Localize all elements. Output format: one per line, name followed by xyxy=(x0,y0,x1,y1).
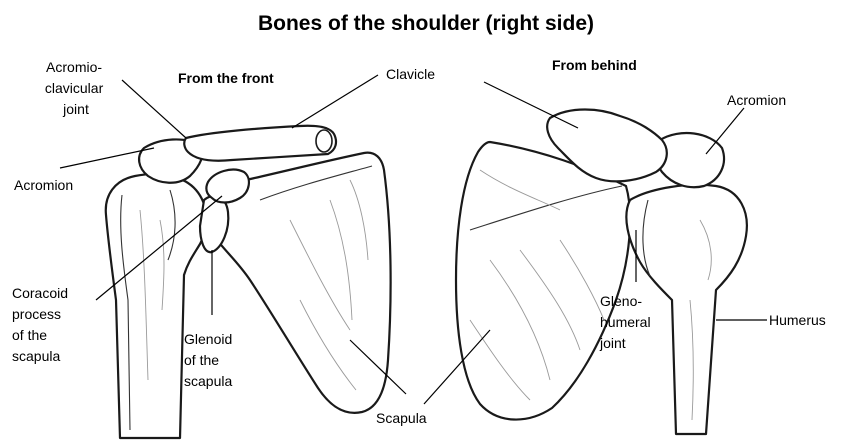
leader-acromioclavicular xyxy=(122,80,186,138)
back-scapula-shape xyxy=(456,142,630,420)
label-acromion-back: Acromion xyxy=(727,92,786,108)
label-glenoid: Glenoid of the scapula xyxy=(184,331,236,389)
view-heading-front: From the front xyxy=(178,70,274,86)
front-view-illustration xyxy=(106,126,391,438)
back-humerus-shape xyxy=(626,185,746,434)
leader-clavicle-back xyxy=(484,82,578,128)
front-clavicle-end xyxy=(316,130,332,152)
front-coracoid-shape xyxy=(206,170,249,203)
label-humerus: Humerus xyxy=(769,312,826,328)
leader-acromion-back xyxy=(706,108,744,154)
label-acromioclavicular: Acromio- clavicular joint xyxy=(45,59,107,117)
back-view-illustration xyxy=(456,110,747,435)
leader-clavicle-front xyxy=(292,75,378,128)
label-coracoid: Coracoid process of the scapula xyxy=(12,285,72,364)
front-clavicle-shape xyxy=(184,126,336,161)
diagram-title: Bones of the shoulder (right side) xyxy=(258,12,594,35)
label-glenohumeral: Gleno- humeral joint xyxy=(599,293,654,351)
view-heading-behind: From behind xyxy=(552,57,637,73)
label-clavicle: Clavicle xyxy=(386,66,435,82)
label-scapula: Scapula xyxy=(376,410,427,426)
label-acromion-front: Acromion xyxy=(14,177,73,193)
